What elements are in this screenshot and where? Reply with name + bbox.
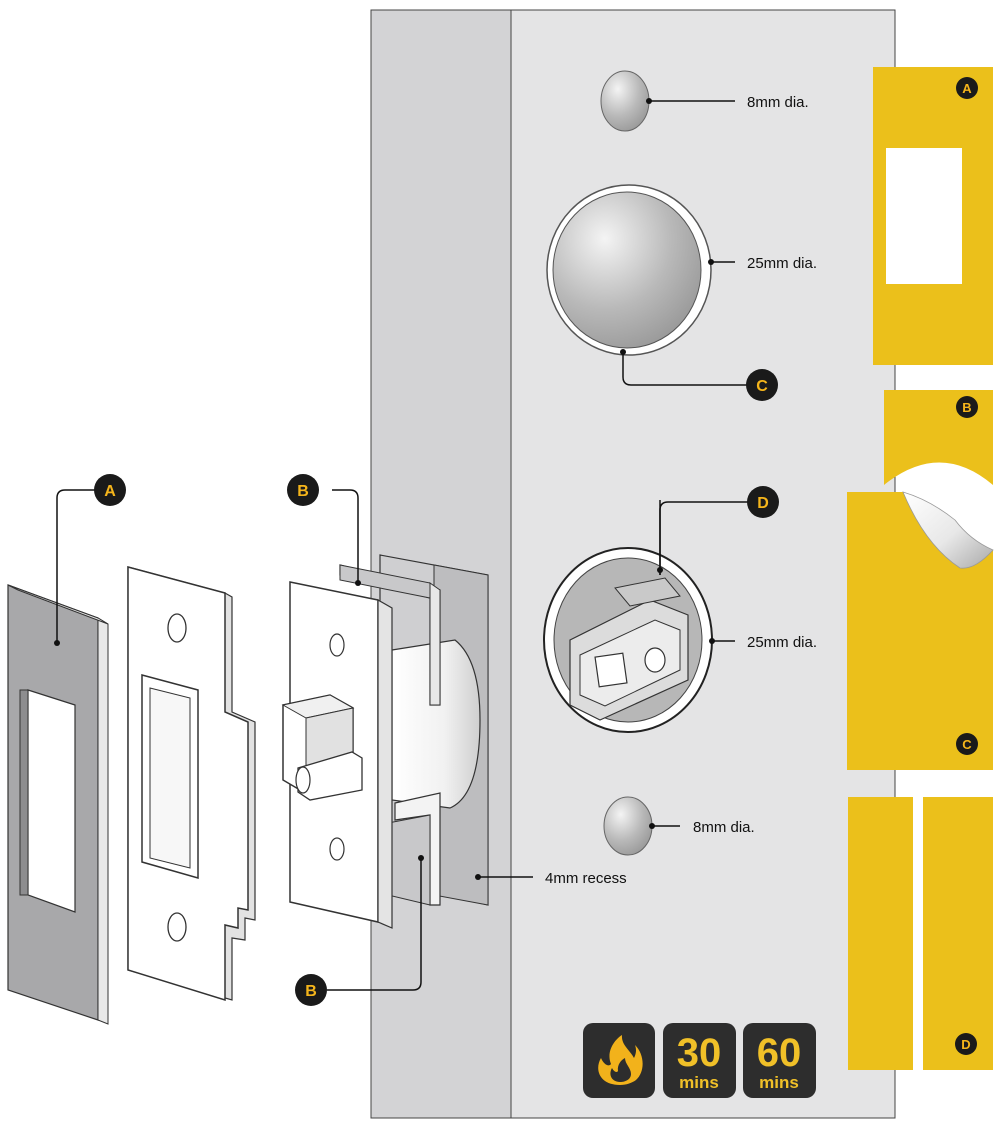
svg-text:D: D: [757, 495, 769, 512]
kit-piece-b: B: [884, 390, 993, 485]
recess-dimension: 4mm recess: [545, 870, 627, 887]
bottom-hole-8mm: [603, 796, 680, 856]
intumescent-pad-b-upper: [339, 564, 441, 706]
rating-60-value: 60: [757, 1031, 802, 1075]
rating-60-unit: mins: [759, 1073, 799, 1092]
label-d-door: D: [747, 486, 779, 518]
fire-rating-badge: [583, 1023, 655, 1098]
door: [370, 9, 896, 1119]
svg-text:A: A: [104, 483, 116, 500]
label-c-door: C: [746, 369, 778, 401]
fire-rating-60-mins: 60 mins: [743, 1023, 816, 1098]
label-b-lower: B: [295, 974, 327, 1006]
svg-text:A: A: [962, 81, 972, 96]
svg-text:D: D: [961, 1037, 970, 1052]
svg-text:B: B: [305, 983, 317, 1000]
svg-text:B: B: [962, 400, 971, 415]
strike-plate: [127, 566, 256, 1002]
svg-text:C: C: [756, 378, 768, 395]
door-face: [510, 9, 896, 1119]
leader-lines: [56, 489, 422, 991]
peeled-corner: [902, 491, 994, 569]
label-b-upper: B: [287, 474, 319, 506]
kit-piece-a: A: [873, 67, 993, 365]
kit-piece-d: D: [848, 797, 993, 1070]
svg-text:C: C: [962, 737, 972, 752]
lower-hole-dimension: 25mm dia.: [747, 634, 817, 651]
latch-cylinder: [391, 639, 481, 809]
fire-rating-30-mins: 30 mins: [663, 1023, 736, 1098]
label-a-strike: A: [94, 474, 126, 506]
upper-hole-25mm: [546, 184, 748, 386]
rating-30-unit: mins: [679, 1073, 719, 1092]
svg-text:B: B: [297, 483, 309, 500]
bottom-hole-dimension: 8mm dia.: [693, 819, 755, 836]
lower-hole-25mm-with-latch: [543, 500, 748, 733]
upper-hole-dimension: 25mm dia.: [747, 255, 817, 272]
intumescent-pad-b-lower: [387, 792, 441, 906]
rating-30-value: 30: [677, 1031, 722, 1075]
latch-faceplate: [281, 581, 393, 929]
kit-piece-c: C: [847, 491, 994, 770]
top-hole-8mm: [600, 70, 735, 132]
top-hole-dimension: 8mm dia.: [747, 94, 809, 111]
leader-dots: [54, 580, 424, 861]
intumescent-gasket-a: [7, 584, 109, 1025]
